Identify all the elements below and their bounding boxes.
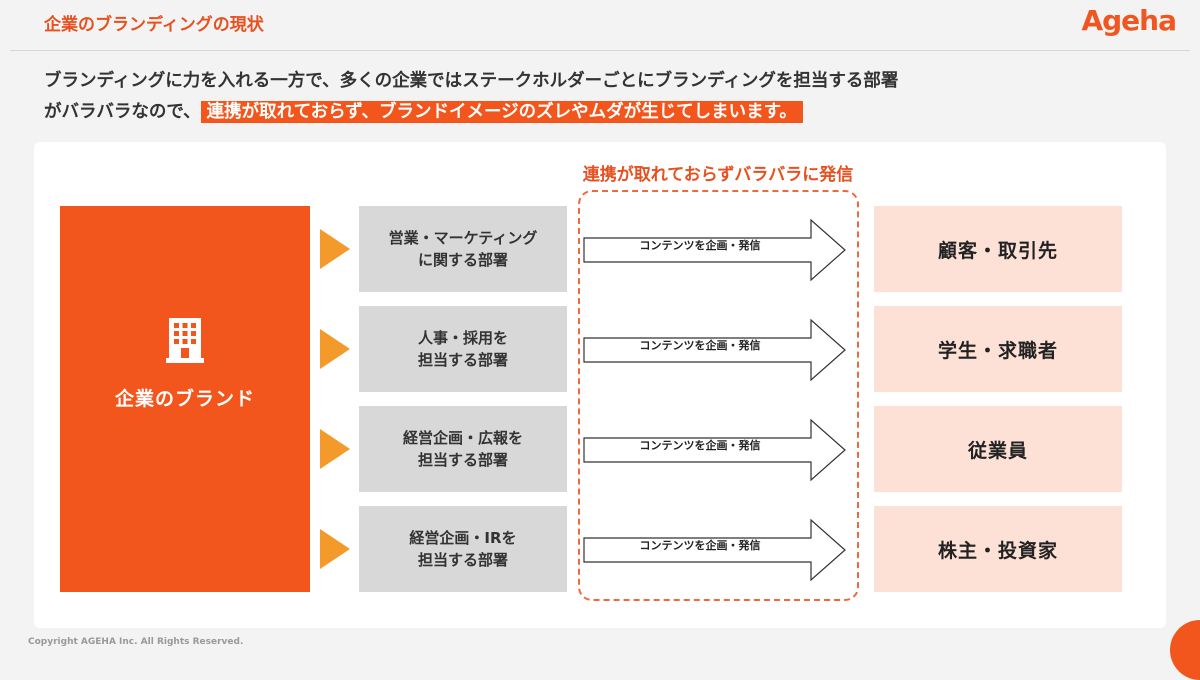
- target-box: 顧客・取引先: [874, 206, 1122, 292]
- page-title: 企業のブランディングの現状: [44, 15, 264, 35]
- stakeholder-row: 人事・採用を担当する部署 コンテンツを企画・発信 学生・求職者: [0, 306, 1200, 392]
- dashed-box-label: 連携が取れておらずバラバラに発信: [582, 165, 854, 185]
- department-line-1: 経営企画・IRを: [409, 529, 517, 547]
- department-line-2: 担当する部署: [417, 351, 508, 369]
- department-box: 人事・採用を担当する部署: [359, 306, 567, 392]
- department-line-1: 営業・マーケティング: [388, 229, 538, 247]
- arrow-label: コンテンツを企画・発信: [639, 539, 761, 552]
- triangle-arrow-icon: [320, 429, 350, 469]
- page-corner-decoration: [1170, 620, 1200, 680]
- brand-label: 企業のブランド: [114, 388, 255, 410]
- right-arrow-icon: [583, 418, 847, 485]
- header-divider: [10, 50, 1190, 51]
- department-line-2: 担当する部署: [417, 451, 508, 469]
- department-box: 経営企画・IRを担当する部署: [359, 506, 567, 592]
- arrow-label: コンテンツを企画・発信: [639, 339, 761, 352]
- copyright: Copyright AGEHA Inc. All Rights Reserved…: [28, 637, 244, 647]
- right-arrow-icon: [583, 318, 847, 385]
- triangle-arrow-icon: [320, 529, 350, 569]
- department-line-1: 経営企画・広報を: [402, 429, 523, 447]
- department-line-2: 担当する部署: [417, 551, 508, 569]
- stakeholder-row: 経営企画・IRを担当する部署 コンテンツを企画・発信 株主・投資家: [0, 506, 1200, 592]
- lead-line-1: ブランディングに力を入れる一方で、多くの企業ではステークホルダーごとにブランディ…: [44, 71, 899, 91]
- arrow-label: コンテンツを企画・発信: [639, 239, 761, 252]
- target-box: 株主・投資家: [874, 506, 1122, 592]
- lead-line-2-plain: がバラバラなので、: [44, 102, 201, 122]
- dashed-box: [578, 190, 859, 601]
- right-arrow-icon: [583, 218, 847, 285]
- ageha-logo: Ageha: [1081, 4, 1177, 37]
- building-icon: [166, 316, 204, 368]
- triangle-arrow-icon: [320, 229, 350, 269]
- department-box: 経営企画・広報を担当する部署: [359, 406, 567, 492]
- department-line-1: 人事・採用を: [417, 329, 508, 347]
- lead-line-2: がバラバラなので、連携が取れておらず、ブランドイメージのズレやムダが生じてしまい…: [44, 97, 1164, 128]
- lead-highlight: 連携が取れておらず、ブランドイメージのズレやムダが生じてしまいます。: [200, 101, 803, 123]
- stakeholder-row: 経営企画・広報を担当する部署 コンテンツを企画・発信 従業員: [0, 406, 1200, 492]
- triangle-arrow-icon: [320, 329, 350, 369]
- right-arrow-icon: [583, 518, 847, 585]
- department-line-2: に関する部署: [417, 251, 508, 269]
- stakeholder-row: 営業・マーケティングに関する部署 コンテンツを企画・発信 顧客・取引先: [0, 206, 1200, 292]
- department-box: 営業・マーケティングに関する部署: [359, 206, 567, 292]
- lead-text: ブランディングに力を入れる一方で、多くの企業ではステークホルダーごとにブランディ…: [44, 66, 1164, 128]
- arrow-label: コンテンツを企画・発信: [639, 439, 761, 452]
- brand-box: 企業のブランド: [60, 206, 310, 592]
- target-box: 学生・求職者: [874, 306, 1122, 392]
- target-box: 従業員: [874, 406, 1122, 492]
